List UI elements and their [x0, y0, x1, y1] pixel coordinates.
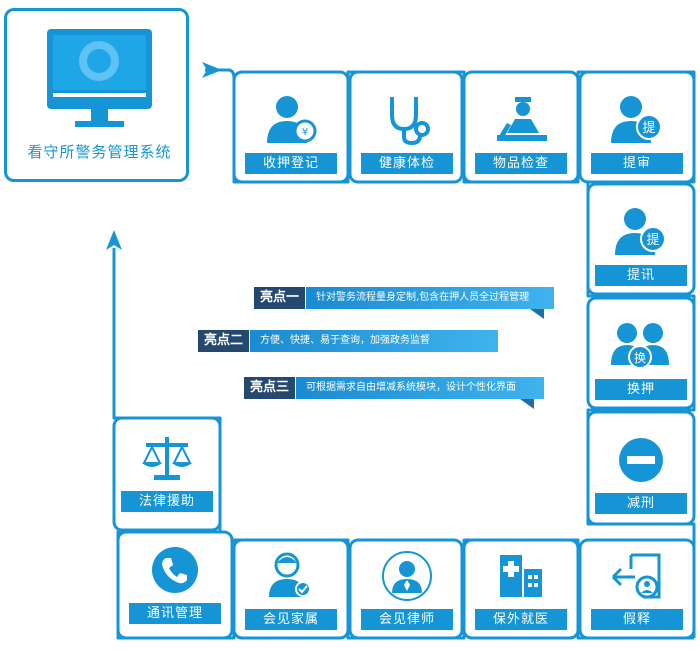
highlight-tag: 亮点一: [254, 287, 306, 309]
module-label: 会见律师: [361, 609, 453, 630]
module-jiankang[interactable]: 健康体检: [352, 74, 462, 182]
svg-text:提: 提: [646, 232, 659, 248]
guard-desk-icon: [497, 97, 547, 141]
module-label: 收押登记: [245, 153, 337, 174]
svg-text:提: 提: [642, 120, 655, 136]
frame-tishen: [578, 70, 696, 184]
highlight-2: 方便、快捷、易于查询，加强政务监督 亮点二: [198, 330, 498, 352]
module-label: 会见家属: [245, 609, 337, 630]
module-tongxun[interactable]: 通讯管理: [120, 524, 230, 632]
highlight-text: 可根据需求自由增减系统模块，设计个性化界面: [296, 377, 544, 399]
module-baowai[interactable]: 保外就医: [466, 530, 576, 638]
ribbon-fold: [520, 399, 534, 409]
frame-jiashi: [578, 538, 696, 640]
frame-tixun: [586, 182, 696, 296]
monitor-icon: [47, 29, 152, 127]
frame-jianxing: [586, 410, 696, 526]
module-lvshi[interactable]: 会见律师: [352, 530, 462, 638]
frame-jiankang: [348, 70, 464, 184]
module-huanya[interactable]: 换 换押: [586, 300, 696, 408]
module-label: 减刑: [595, 493, 687, 514]
system-box: 看守所警务管理系统: [4, 8, 189, 182]
frame-tongxun: [116, 530, 234, 640]
module-label: 提讯: [595, 265, 687, 286]
module-label: 保外就医: [475, 609, 567, 630]
module-jiashu[interactable]: 会见家属: [236, 530, 346, 638]
family-person-icon: [269, 552, 311, 597]
phone-icon: [152, 547, 198, 593]
module-label: 通讯管理: [129, 603, 221, 624]
exit-door-icon: [611, 553, 661, 599]
module-label: 换押: [595, 379, 687, 400]
module-label: 法律援助: [121, 491, 213, 512]
frame-wupin: [462, 70, 580, 184]
arrow-head-start: [202, 62, 222, 78]
svg-text:¥: ¥: [302, 127, 308, 138]
ribbon-fold: [530, 309, 544, 319]
highlight-1: 针对警务流程量身定制,包含在押人员全过程管理 亮点一: [254, 287, 554, 319]
hospital-icon: [500, 555, 542, 597]
module-jianxing[interactable]: 减刑: [586, 414, 696, 522]
highlight-tag: 亮点二: [198, 330, 250, 352]
scales-icon: [142, 437, 192, 480]
highlight-text: 针对警务流程量身定制,包含在押人员全过程管理: [306, 287, 554, 309]
person-ti-icon: 提: [615, 208, 666, 255]
highlight-3: 可根据需求自由增减系统模块，设计个性化界面 亮点三: [244, 377, 544, 409]
person-ti-icon: 提: [611, 96, 662, 143]
frame-jiashu: [232, 538, 350, 640]
highlight-text: 方便、快捷、易于查询，加强政务监督: [250, 330, 498, 352]
people-swap-icon: 换: [611, 323, 669, 369]
module-label: 健康体检: [361, 153, 453, 174]
frame-lvshi: [348, 538, 464, 640]
module-label: 假释: [591, 609, 683, 630]
module-tishen[interactable]: 提 提审: [582, 74, 692, 182]
lawyer-icon: [382, 551, 432, 601]
frame-falv: [112, 416, 222, 532]
module-label: 提审: [591, 153, 683, 174]
officer-badge-icon: ¥: [267, 96, 317, 143]
module-wupin[interactable]: 物品检查: [466, 74, 576, 182]
module-tixun[interactable]: 提 提讯: [586, 186, 696, 294]
module-falv[interactable]: 法律援助: [112, 412, 222, 520]
stethoscope-icon: [390, 97, 430, 146]
frame-shouya: [232, 70, 350, 184]
highlight-tag: 亮点三: [244, 377, 296, 399]
minus-circle-icon: [619, 438, 663, 482]
module-jiashi[interactable]: 假释: [582, 530, 692, 638]
frame-baowai: [462, 538, 580, 640]
frame-huanya: [586, 296, 696, 410]
arrow-head-up: [106, 230, 122, 250]
svg-text:换: 换: [634, 351, 646, 365]
module-label: 物品检查: [475, 153, 567, 174]
system-title: 看守所警务管理系统: [27, 143, 172, 161]
module-shouya[interactable]: ¥ 收押登记: [236, 74, 346, 182]
